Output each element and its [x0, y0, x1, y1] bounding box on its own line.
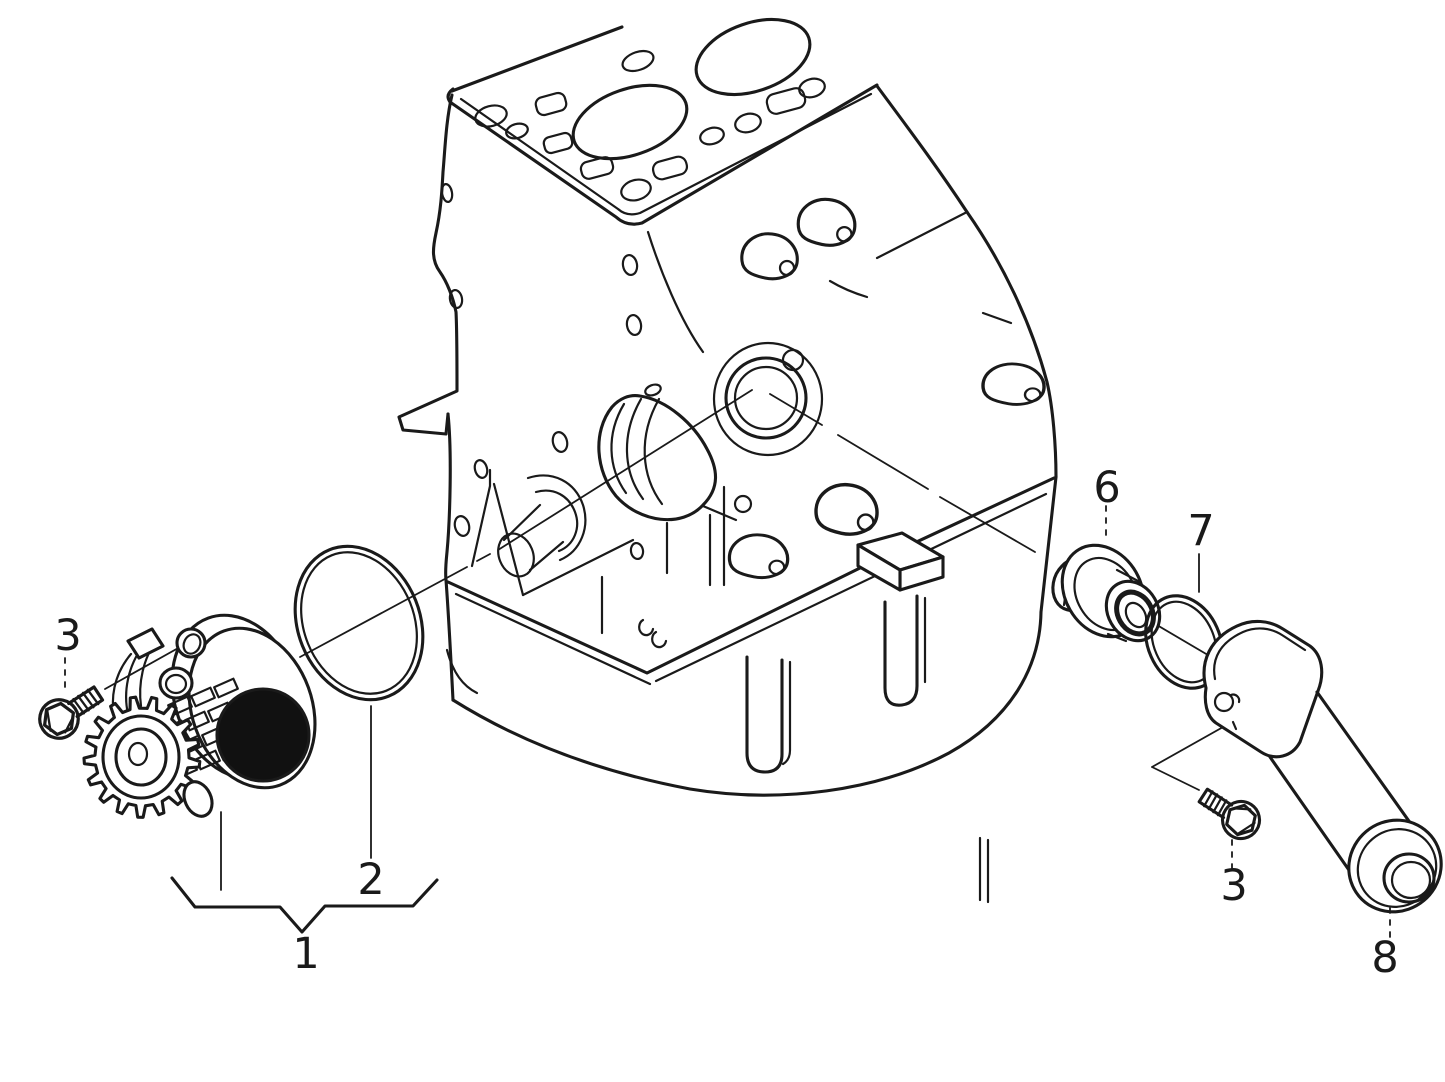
- water-pump: [82, 613, 317, 819]
- gasket-holes: [474, 49, 826, 202]
- cone-bosses: [727, 197, 1046, 580]
- block-pocket-edges: [470, 230, 726, 635]
- callout-leaders: [64, 505, 1391, 939]
- block-top-face-outline: [446, 83, 879, 226]
- pipe-tube: [1268, 690, 1423, 885]
- pipe-bolt-hole: [1213, 691, 1235, 713]
- block-face-holes: [440, 182, 668, 649]
- pump-port: [712, 341, 824, 457]
- cylinder-bore: [694, 18, 812, 96]
- thermostat-o-ring: [1144, 594, 1224, 690]
- cylinder-bore: [571, 83, 689, 161]
- oil-pan: [444, 475, 1058, 904]
- engine-block: [397, 18, 1058, 904]
- leader-pump-to-port: [299, 389, 753, 658]
- callout-bolt-right[interactable]: 3: [1220, 861, 1247, 911]
- pump-mount-lug: [126, 627, 165, 660]
- callout-seal-ring[interactable]: 2: [357, 855, 384, 905]
- pipe-end-ring: [1347, 818, 1443, 914]
- crank-stub: [497, 474, 587, 578]
- callout-coolant-pipe[interactable]: 8: [1371, 933, 1398, 983]
- callout-bolt-left[interactable]: 3: [54, 611, 81, 661]
- block-top-face-edge: [450, 25, 624, 93]
- hex-bolt-left: [30, 675, 111, 748]
- callout-pump-assembly[interactable]: 1: [292, 929, 319, 979]
- callout-thermostat-o-ring[interactable]: 7: [1187, 506, 1214, 556]
- hex-bolt-right: [1191, 778, 1269, 848]
- leader-bolt-axis: [104, 641, 190, 690]
- block-left-face: [397, 93, 459, 436]
- group-bracket: [170, 876, 439, 934]
- pump-seal-black-disc: [215, 687, 311, 783]
- pump-bottom-stub: [182, 780, 214, 818]
- coolant-pipe: [1202, 619, 1443, 914]
- pipe-flange-plate: [1202, 619, 1324, 759]
- pump-seal-ring: [293, 544, 425, 702]
- volute-shell: [597, 383, 753, 522]
- leader-port-to-thermostat: [769, 393, 1214, 659]
- callout-thermostat[interactable]: 6: [1093, 463, 1120, 513]
- thermostat: [1051, 543, 1162, 643]
